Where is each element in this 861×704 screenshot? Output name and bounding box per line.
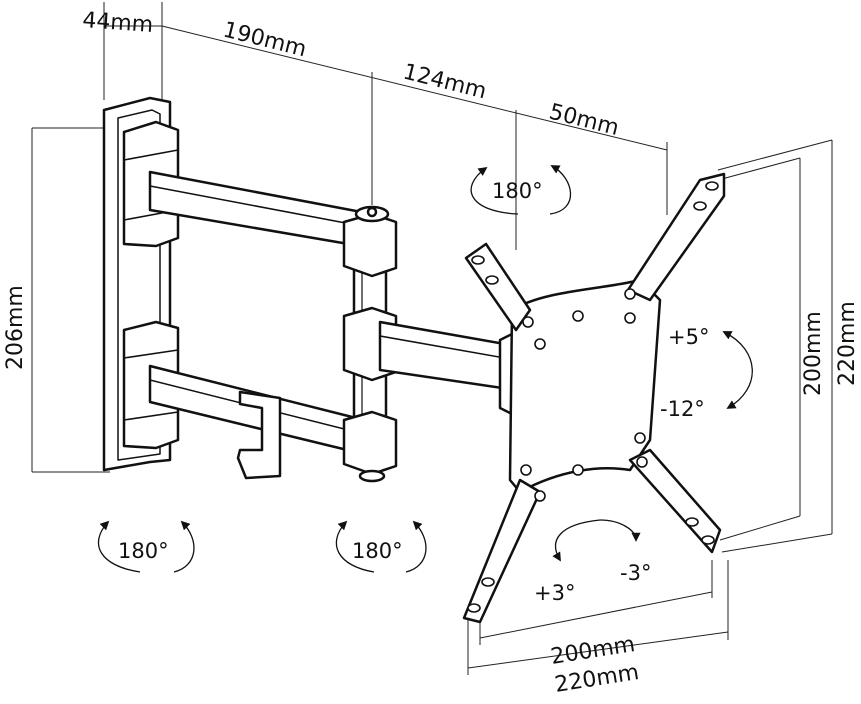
dim-arm-2: 124mm <box>401 60 489 105</box>
dim-arm-3: 50mm <box>547 100 622 141</box>
dim-wall-depth: 44mm <box>82 8 154 38</box>
dim-vesa-height-small: 200mm <box>801 311 826 396</box>
vesa-plate <box>462 172 726 624</box>
lower-arm <box>148 364 374 480</box>
label-wall-joint: 180° <box>118 539 169 563</box>
dim-arm-1: 190mm <box>221 18 309 63</box>
label-head-swivel: 180° <box>492 179 543 203</box>
upper-arm <box>148 170 374 250</box>
rotation-arrows <box>97 165 753 573</box>
dimension-lines <box>31 2 833 675</box>
label-level-plus: +3° <box>534 581 575 605</box>
dim-vesa-height-large: 220mm <box>835 301 860 386</box>
label-tilt-down: -12° <box>660 397 705 421</box>
label-tilt-up: +5° <box>668 325 709 349</box>
forearm <box>378 320 526 422</box>
label-level-minus: -3° <box>620 561 651 585</box>
wall-plate <box>102 96 180 472</box>
label-elbow-joint: 180° <box>352 539 403 563</box>
dim-wall-plate-height: 206mm <box>3 285 28 370</box>
